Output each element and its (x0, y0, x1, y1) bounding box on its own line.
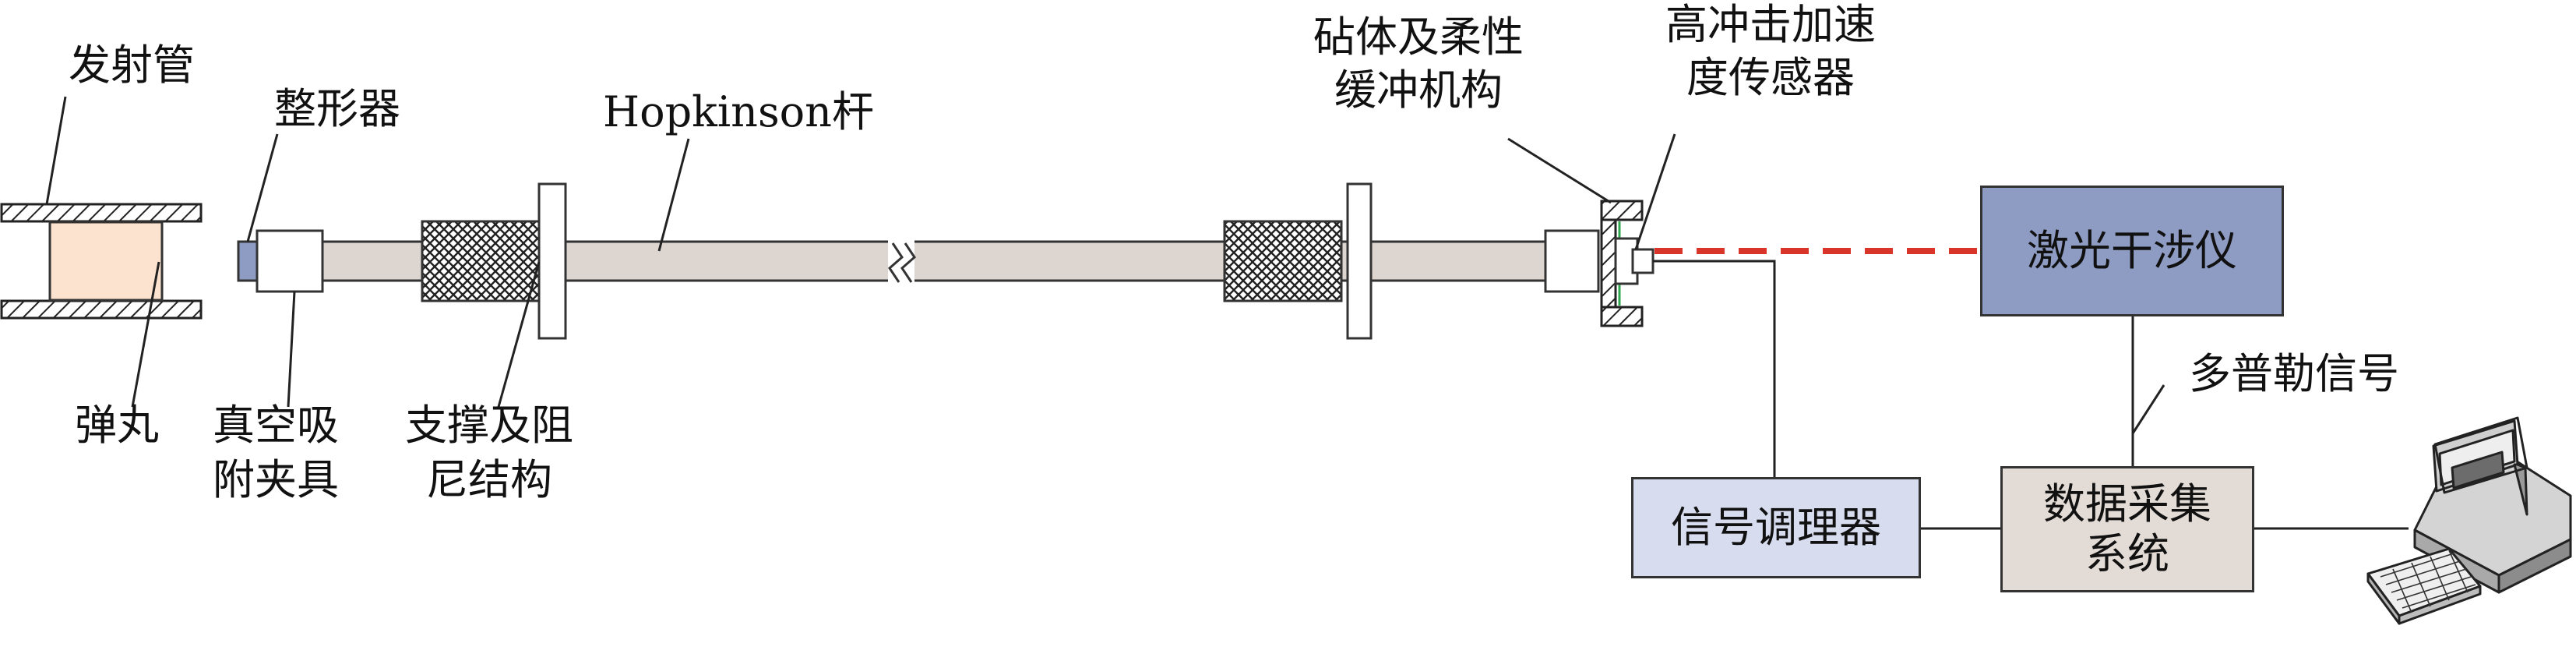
shaper (237, 240, 259, 282)
label-vacuum-line1: 真空吸 (213, 401, 339, 450)
label-accel-line2: 度传感器 (1686, 53, 1855, 102)
laser-interferometer-box: 激光干涉仪 (1980, 186, 2284, 316)
label-doppler-signal: 多普勒信号 (2189, 349, 2399, 398)
vacuum-clamp (255, 229, 324, 293)
label-projectile: 弹丸 (75, 401, 159, 450)
projectile (48, 221, 164, 302)
label-hopkinson-bar: Hopkinson杆 (603, 87, 874, 136)
label-vacuum-line2: 附夹具 (213, 455, 339, 504)
leader-lines (45, 96, 2165, 434)
computer-icon (2366, 416, 2572, 625)
accel-to-conditioner-wire (1653, 260, 1776, 477)
daq-system-box: 数据采集 系统 (2000, 466, 2254, 592)
support-plate-2 (1346, 182, 1373, 340)
label-anvil-line1: 砧体及柔性 (1313, 12, 1524, 62)
label-shaper: 整形器 (274, 84, 400, 133)
signal-conditioner-box: 信号调理器 (1631, 477, 1921, 578)
support-damper-1 (421, 220, 541, 302)
label-accel-line1: 高冲击加速 (1665, 0, 1876, 49)
accelerometer (1631, 248, 1654, 274)
label-support-line2: 尼结构 (426, 455, 552, 504)
support-damper-2 (1223, 220, 1343, 302)
daq-label-line1: 数据采集 (2043, 479, 2211, 528)
label-support-line1: 支撑及阻 (405, 401, 573, 450)
support-plate-1 (537, 182, 567, 340)
daq-label-line2: 系统 (2085, 529, 2169, 578)
label-launch-tube: 发射管 (69, 41, 195, 90)
break-mark (888, 239, 916, 283)
bar-end-collar (1544, 229, 1600, 293)
signal-conditioner-label: 信号调理器 (1671, 503, 1881, 552)
anvil-buffer (1600, 200, 1644, 327)
label-anvil-line2: 缓冲机构 (1334, 65, 1503, 115)
laser-interferometer-label: 激光干涉仪 (2027, 226, 2237, 275)
